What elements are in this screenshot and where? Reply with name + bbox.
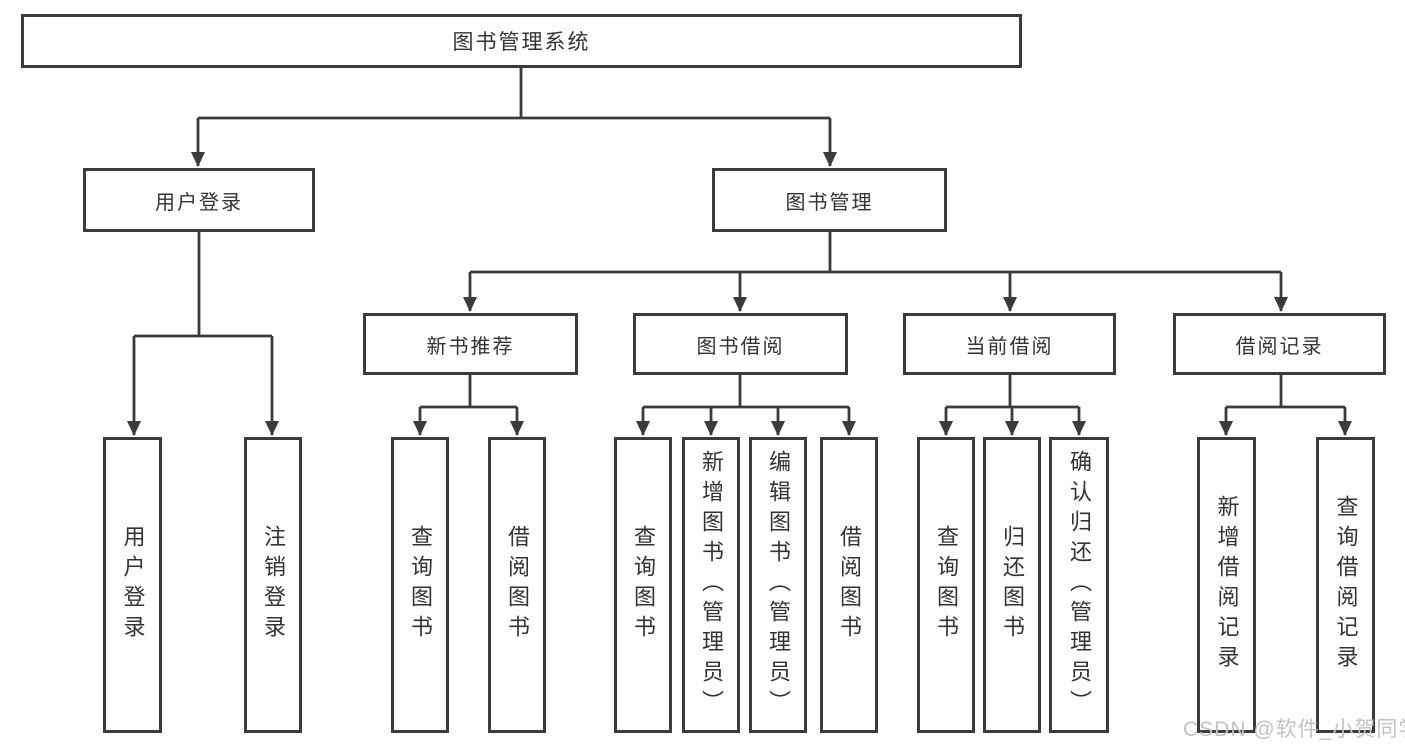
leaf-return-book: 归还图书 [983, 437, 1041, 733]
leaf-label: 注销登录 [261, 525, 286, 645]
node-user-login: 用户登录 [83, 168, 315, 232]
leaf-query-borrow-record: 查询借阅记录 [1316, 437, 1375, 733]
connector-book-management [470, 232, 1281, 274]
leaf-label: 查询图书 [408, 525, 433, 645]
leaf-query-books-current: 查询图书 [917, 437, 975, 733]
node-borrow-records: 借阅记录 [1173, 313, 1386, 375]
connector-borrow-records [1226, 375, 1345, 409]
node-current-borrowing: 当前借阅 [903, 313, 1116, 375]
node-new-book-recommend: 新书推荐 [363, 313, 578, 375]
connector-current-borrowing [946, 375, 1079, 409]
leaf-confirm-return-admin: 确认归还（管理员） [1049, 437, 1109, 733]
leaf-label: 用户登录 [120, 525, 146, 645]
leaf-logout: 注销登录 [244, 437, 302, 733]
leaf-label: 新增图书（管理员） [699, 450, 724, 720]
node-book-borrowing: 图书借阅 [633, 313, 848, 375]
leaf-user-login: 用户登录 [103, 437, 162, 733]
leaf-add-borrow-record: 新增借阅记录 [1197, 437, 1256, 733]
leaf-label: 借阅图书 [505, 525, 530, 645]
leaf-query-books-recommend: 查询图书 [391, 437, 449, 733]
leaf-label: 编辑图书（管理员） [766, 450, 791, 720]
connector-root [198, 68, 830, 120]
leaf-label: 确认归还（管理员） [1067, 450, 1092, 720]
leaf-label: 借阅图书 [837, 525, 862, 645]
leaf-add-book-admin: 新增图书（管理员） [682, 437, 740, 733]
node-book-management: 图书管理 [712, 168, 947, 232]
connector-book-borrowing [643, 375, 849, 409]
connector-new-book-recommend [420, 375, 517, 409]
node-library-management-system: 图书管理系统 [21, 14, 1022, 68]
csdn-watermark: CSDN @软件_小贺同学 [1183, 718, 1405, 741]
connector-user-login [134, 232, 272, 338]
leaf-borrow-books-recommend: 借阅图书 [488, 437, 546, 733]
leaf-query-books-borrowing: 查询图书 [614, 437, 672, 733]
leaf-label: 查询借阅记录 [1333, 495, 1359, 675]
leaf-edit-book-admin: 编辑图书（管理员） [749, 437, 807, 733]
leaf-label: 查询图书 [934, 525, 959, 645]
leaf-borrow-books-borrowing: 借阅图书 [820, 437, 878, 733]
leaf-label: 归还图书 [1000, 525, 1025, 645]
leaf-label: 查询图书 [631, 525, 656, 645]
leaf-label: 新增借阅记录 [1214, 495, 1240, 675]
